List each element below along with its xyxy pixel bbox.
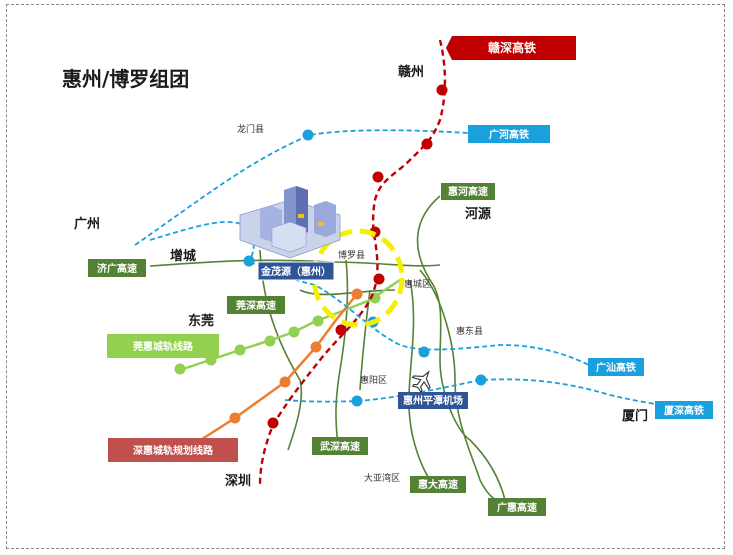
map-frame — [6, 4, 725, 549]
district-longmen: 龙门县 — [237, 123, 264, 135]
tag-guanhui-rail-label: 莞惠城轨线路 — [133, 340, 194, 353]
guanghe-hsr-line — [134, 129, 469, 246]
tag-heihe-expressway-label: 惠河高速 — [448, 185, 488, 198]
xiashen-station — [351, 395, 363, 407]
shenhui-station — [229, 412, 241, 424]
ganshen-hsr — [258, 39, 448, 486]
city-ganzhou: 赣州 — [398, 64, 424, 80]
district-dayawan: 大亚湾区 — [364, 472, 400, 484]
city-xiamen: 厦门 — [622, 408, 648, 424]
tag-jinmaoyuan-label: 金茂源（惠州） — [260, 265, 331, 278]
building-cluster-icon — [239, 186, 341, 259]
tag-pingtan-airport-label: 惠州平潭机场 — [403, 394, 463, 407]
shenhui-station — [279, 376, 291, 388]
tag-ganshen-hsr: 赣深高铁 — [446, 36, 576, 60]
guanshen-expressway-line — [259, 249, 303, 451]
city-shenzhen: 深圳 — [225, 473, 251, 489]
guangshan-station — [418, 346, 430, 358]
guanghe-station — [302, 129, 314, 141]
tag-guanshen-expressway-label: 莞深高速 — [236, 299, 276, 312]
ganshen-station — [372, 171, 384, 183]
huida-expressway-line — [408, 279, 431, 481]
tag-guangshan-hsr: 广汕高铁 — [588, 358, 644, 376]
xiashen-hsr-line — [284, 378, 681, 409]
guanghui-expressway-line — [419, 269, 511, 503]
tag-jiguang-expressway: 济广高速 — [88, 259, 146, 277]
ganshen-hsr-line — [258, 39, 447, 486]
tag-shenhui-rail-label: 深惠城轨规划线路 — [133, 444, 214, 457]
ganshen-station — [421, 138, 433, 150]
tag-huida-expressway: 惠大高速 — [410, 476, 466, 493]
tag-guangshan-hsr-label: 广汕高铁 — [596, 361, 636, 374]
ganshen-station — [373, 273, 385, 285]
tag-jiguang-expressway-label: 济广高速 — [97, 262, 137, 275]
district-huicheng: 惠城区 — [404, 278, 431, 290]
city-heyuan: 河源 — [465, 206, 491, 222]
guanhui-station — [312, 315, 324, 327]
tag-guanghe-hsr: 广河高铁 — [468, 125, 550, 143]
tag-huida-expressway-label: 惠大高速 — [418, 478, 458, 491]
tag-shenhui-rail: 深惠城轨规划线路 — [108, 438, 238, 462]
tag-guanhui-rail: 莞惠城轨线路 — [107, 334, 219, 358]
zengcheng-station — [243, 255, 255, 267]
tag-ganshen-hsr-label: 赣深高铁 — [488, 40, 536, 55]
tag-heihe-expressway: 惠河高速 — [441, 183, 495, 200]
xiashen-station — [475, 374, 487, 386]
tag-pingtan-airport: 惠州平潭机场 — [398, 392, 468, 409]
city-zengcheng: 增城 — [170, 248, 196, 264]
city-guangzhou: 广州 — [74, 216, 100, 232]
zengcheng-branch-line — [149, 221, 255, 263]
tag-guanghui-expressway: 广惠高速 — [488, 498, 546, 516]
ganshen-station — [267, 417, 279, 429]
ganshen-station — [335, 324, 347, 336]
district-huiyang: 惠阳区 — [360, 374, 387, 386]
tag-guanghe-hsr-label: 广河高铁 — [489, 128, 529, 141]
shenhui-station — [351, 288, 363, 300]
tag-guanshen-expressway: 莞深高速 — [227, 296, 285, 314]
airplane-icon — [411, 370, 431, 393]
page-title: 惠州/博罗组团 — [62, 67, 189, 91]
tag-jinmaoyuan: 金茂源（惠州） — [257, 261, 335, 281]
tag-wushen-expressway-label: 武深高速 — [320, 440, 360, 453]
guanhui-station — [174, 363, 186, 375]
district-huidong: 惠东县 — [456, 325, 483, 337]
district-boluo: 博罗县 — [338, 249, 365, 261]
ganshen-station — [436, 84, 448, 96]
shenhui-rail — [184, 288, 363, 452]
tag-guanghui-expressway-label: 广惠高速 — [497, 501, 537, 514]
heihe-expressway-line — [416, 195, 506, 501]
guanhui-station — [234, 344, 246, 356]
tag-xiashen-hsr-label: 厦深高铁 — [664, 404, 704, 417]
guangshan-hsr-line — [249, 261, 596, 369]
boluo-connector-line — [359, 289, 371, 391]
guanhui-station — [264, 335, 276, 347]
city-dongguan: 东莞 — [188, 313, 214, 329]
wushen-expressway-line — [335, 259, 349, 446]
shenhui-station — [310, 341, 322, 353]
tag-xiashen-hsr: 厦深高铁 — [655, 401, 713, 419]
guanhui-station — [288, 326, 300, 338]
tag-wushen-expressway: 武深高速 — [312, 437, 368, 455]
project-highlight-circle — [311, 228, 405, 328]
